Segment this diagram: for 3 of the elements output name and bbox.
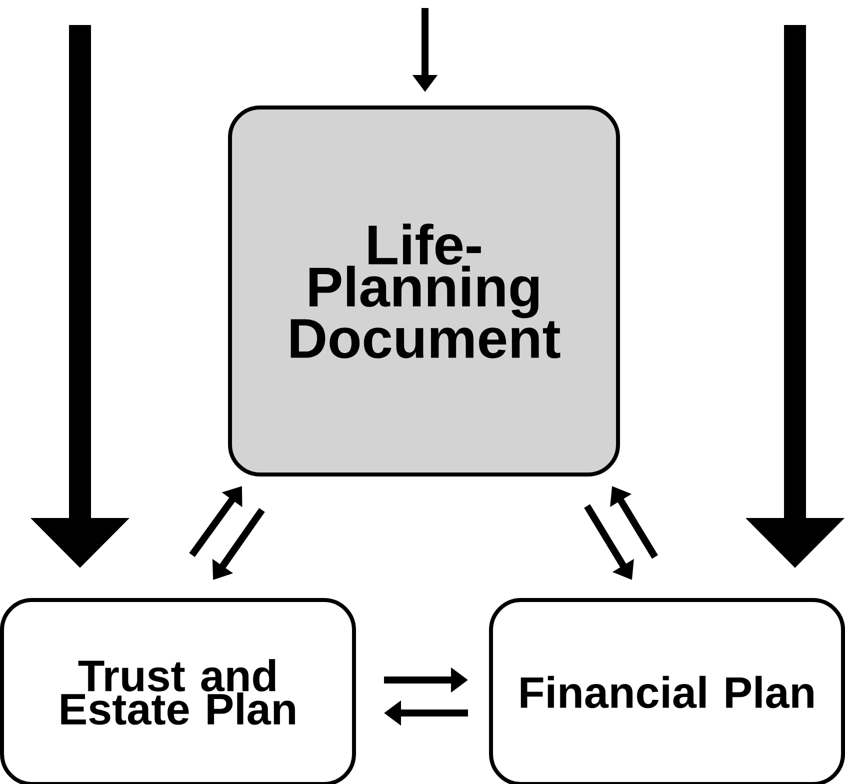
process-box: Life-Planning Document (228, 106, 620, 476)
process-box: Financial Plan (489, 598, 845, 784)
process-box: Trust and Estate Plan (0, 598, 356, 784)
